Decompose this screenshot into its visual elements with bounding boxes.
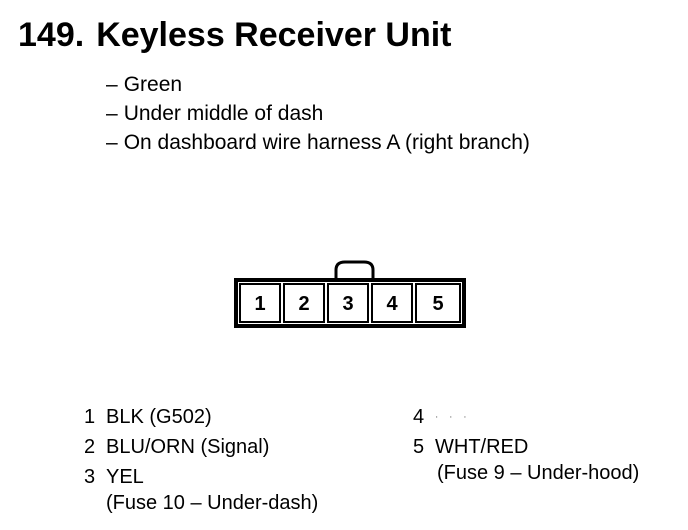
notes-list: –Green –Under middle of dash –On dashboa… (106, 70, 530, 157)
connector-label-4: 4 (386, 293, 398, 315)
pin-row-2: 2 BLU/ORN (Signal) (84, 432, 269, 462)
connector-cell-1 (239, 283, 281, 323)
note-text: On dashboard wire harness A (right branc… (123, 131, 530, 154)
connector-cell-2 (283, 283, 325, 323)
connector-housing (234, 278, 466, 328)
pin-row-1: 1 BLK (G502) (84, 402, 212, 432)
pin-description: WHT/RED (435, 436, 529, 458)
connector-label-2: 2 (298, 293, 309, 315)
pin-row-4: 4 · · · (413, 402, 471, 433)
connector-cell-4 (371, 283, 413, 323)
pin-number: 5 (413, 436, 425, 458)
pin-number: 2 (84, 436, 96, 458)
note-text: Green (123, 73, 183, 96)
note-item: –Green (106, 70, 530, 99)
pin-number: 4 (413, 406, 425, 428)
note-dash: – (106, 102, 118, 125)
pin-number: 1 (84, 406, 96, 428)
note-dash: – (106, 73, 118, 96)
pin-description: · · · (435, 411, 471, 423)
pin-description: BLK (G502) (106, 406, 212, 428)
pin-row-5: 5 WHT/RED (413, 432, 528, 462)
pin-number: 3 (84, 466, 96, 488)
note-dash: – (106, 131, 118, 154)
connector-label-5: 5 (432, 293, 443, 315)
connector-label-1: 1 (254, 293, 265, 315)
pin-description: BLU/ORN (Signal) (106, 436, 270, 458)
page-title: 149. Keyless Receiver Unit (18, 16, 452, 55)
connector-cell-3 (327, 283, 369, 323)
title-text: Keyless Receiver Unit (96, 16, 452, 54)
connector-cell-5 (415, 283, 461, 323)
note-item: –Under middle of dash (106, 99, 530, 128)
pin-description: YEL (106, 466, 144, 488)
pin-note-3: (Fuse 10 – Under-dash) (106, 492, 319, 514)
pin-note-5: (Fuse 9 – Under-hood) (437, 462, 640, 484)
title-number: 149. (18, 16, 85, 54)
connector-label-3: 3 (342, 293, 353, 315)
note-item: –On dashboard wire harness A (right bran… (106, 128, 530, 157)
note-text: Under middle of dash (123, 102, 324, 125)
pin-row-3: 3 YEL (84, 462, 144, 492)
connector-lock-tab (334, 260, 375, 280)
